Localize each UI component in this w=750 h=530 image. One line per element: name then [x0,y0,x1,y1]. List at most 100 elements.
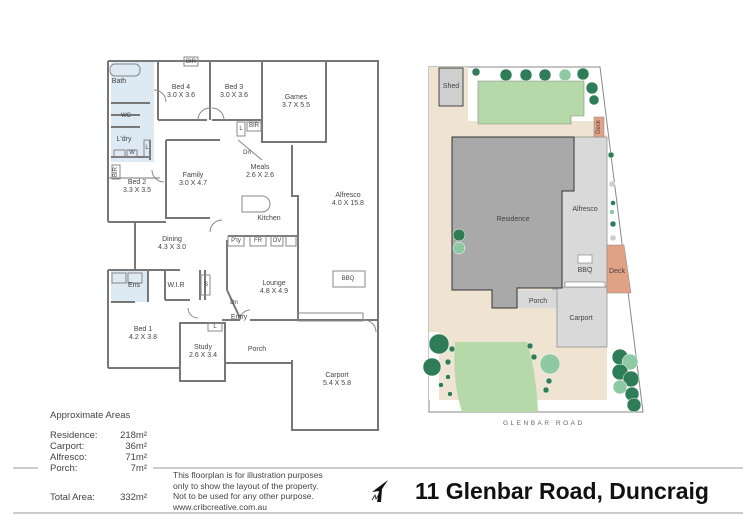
area-value: 71m² [125,452,147,463]
area-value: 36m² [125,441,147,452]
room-kitchen: Kitchen [257,215,280,223]
site-label-porch: Porch [528,298,548,305]
fixture-store: S [203,282,209,288]
room-dims: 3.7 X 5.5 [281,102,311,109]
room-wir: W.I.R [167,282,184,290]
fixture-bbq: BBQ [341,276,355,282]
disclaimer-line: Not to be used for any other purpose. [173,491,314,501]
site-plan-graphic [422,66,644,413]
room-name: Kitchen [257,215,281,222]
site-label-deck: Deck [596,120,602,134]
room-name: Games [284,94,308,101]
room-porch: Porch [248,346,266,354]
street-name: GLENBAR ROAD [503,420,585,427]
room-bath: Bath [112,78,126,86]
room-name: Study [194,344,212,351]
site-label-shed: Shed [442,83,460,90]
area-row: Carport: 36m² [50,441,147,452]
fixture-oven: OV [272,238,282,244]
area-total-row: Total Area: 332m² [50,492,147,503]
room-dims: 4.3 X 3.0 [157,244,187,251]
divider [153,467,743,469]
disclaimer: This floorplan is for illustration purpo… [173,470,323,512]
room-name: Lounge [262,280,286,287]
room-name: Meals [250,164,270,171]
room-name: Alfresco [335,192,361,199]
area-total-value: 332m² [120,492,147,503]
area-row: Alfresco: 71m² [50,452,147,463]
area-label: Residence: [50,430,98,441]
room-name: Bed 2 [127,179,147,186]
area-row: Porch: 7m² [50,463,147,474]
site-label-bbq: BBQ [577,267,593,274]
floor-plan-walls [107,56,379,431]
area-total-label: Total Area: [50,492,95,503]
stairs-down: Dn [230,300,238,306]
room-dims: 3.0 X 3.6 [166,92,196,99]
room-name: Entry [230,314,248,321]
areas-title: Approximate Areas [50,410,131,421]
room-name: Bed 4 [171,84,191,91]
room-dims: 2.6 X 3.4 [188,352,218,359]
room-name: Porch [247,346,267,353]
site-label-deck: Deck [609,268,625,275]
room-dims: 4.0 X 15.8 [332,200,364,207]
area-label: Carport: [50,441,85,452]
site-label-alfresco: Alfresco [572,206,598,213]
site-label-carport: Carport [569,315,593,322]
room-name: L'dry [116,136,132,143]
room-dims: 4.2 X 3.8 [128,334,158,341]
fixture-pantry: P'ty [231,238,241,244]
area-value: 7m² [130,463,147,474]
approximate-areas: Approximate Areas Residence: 218m² Carpor… [50,410,147,503]
property-address: 11 Glenbar Road, Duncraig [415,478,709,504]
room-dims: 4.8 X 4.9 [259,288,289,295]
room-entry: Entry [231,314,247,322]
area-label: Alfresco: [50,452,87,463]
fixture-linen: L [213,324,217,330]
room-wc: WC [121,112,131,120]
room-name: Dining [162,236,182,243]
room-name: W.I.R [167,282,185,289]
area-row: Residence: 218m² [50,430,147,441]
room-ensuite: Ens [128,282,140,290]
divider [13,512,743,514]
fixture-bir: BIR [248,123,260,129]
room-dims: 3.3 X 3.5 [122,187,152,194]
site-plan: Shed Residence Alfresco BBQ Deck Deck Po… [422,66,644,427]
room-name: Bed 1 [133,326,153,333]
disclaimer-line: only to show the layout of the property. [173,480,319,491]
site-label-residence: Residence [496,216,530,223]
area-label: Porch: [50,463,78,474]
room-name: Family [182,172,204,179]
fixture-linen: L [239,126,243,132]
room-dims: 3.0 X 3.6 [219,92,249,99]
room-name: Bed 3 [224,84,244,91]
room-name: WC [121,113,131,119]
divider [13,467,38,469]
fixture-washer: W [129,150,135,156]
room-dims: 3.0 X 4.7 [178,180,208,187]
room-name: Bath [111,78,127,85]
fixture-fridge: FR [254,238,262,244]
disclaimer-line: This floorplan is for illustration purpo… [173,470,323,480]
stairs-down: Dn [243,150,251,156]
room-laundry: L'dry [117,136,132,144]
room-name: Ens [127,282,141,289]
website-link[interactable]: www.cribcreative.com.au [173,501,268,512]
area-value: 218m² [120,430,147,441]
room-name: Carport [325,372,349,379]
room-dims: 2.6 X 2.6 [245,172,275,179]
